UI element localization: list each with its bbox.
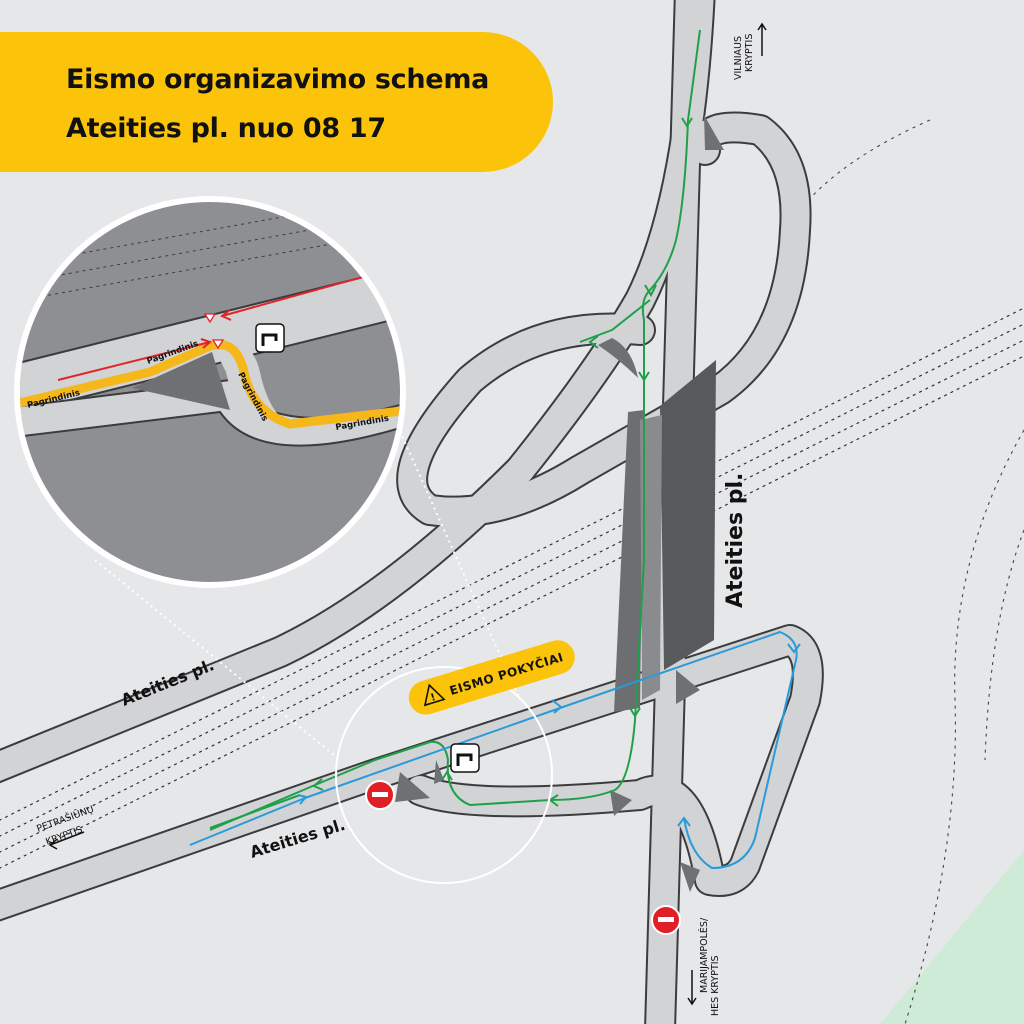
svg-text:!: !: [429, 692, 437, 704]
direction-vilniaus: VILNIAUS KRYPTIS: [733, 22, 767, 80]
give-way-icon: [203, 313, 217, 324]
detail-zoom-circle: [335, 666, 553, 884]
route-green: [209, 29, 701, 831]
arrow-down-icon: [687, 970, 697, 1006]
direction-vilniaus-line2: KRYPTIS: [744, 34, 755, 72]
road-label-ateities-vertical: Ateities pl.: [723, 473, 748, 608]
page-title: Eismo organizavimo schema: [66, 64, 490, 95]
no-entry-icon: [365, 780, 395, 810]
direction-marijampoles: MARIJAMPOLĖS/ HES KRYPTIS: [687, 917, 721, 1016]
arrow-left-icon: [48, 831, 85, 850]
title-banner: [0, 32, 553, 172]
direction-marijampoles-line2: HES KRYPTIS: [710, 955, 721, 1016]
route-blue: [189, 631, 798, 869]
green-area: [880, 850, 1024, 1024]
page-subtitle: Ateities pl. nuo 08 17: [66, 113, 386, 144]
route-arrows: [297, 117, 801, 827]
traffic-islands: [395, 115, 724, 892]
turn-sign-icon: [255, 323, 285, 353]
direction-marijampoles-line1: MARIJAMPOLĖS/: [699, 917, 710, 993]
warning-triangle-icon: [423, 683, 446, 707]
railway-tracks: [0, 307, 1024, 869]
turn-sign-icon: [450, 743, 480, 773]
give-way-icon: [211, 339, 225, 350]
inset-detail: Pagrindinis Pagrindinis Pagrindinis Pagr…: [14, 196, 406, 588]
bridge-shadows: [614, 360, 716, 712]
no-entry-icon: [651, 905, 681, 935]
direction-vilniaus-line1: VILNIAUS: [733, 36, 744, 80]
arrow-up-icon: [757, 22, 767, 56]
